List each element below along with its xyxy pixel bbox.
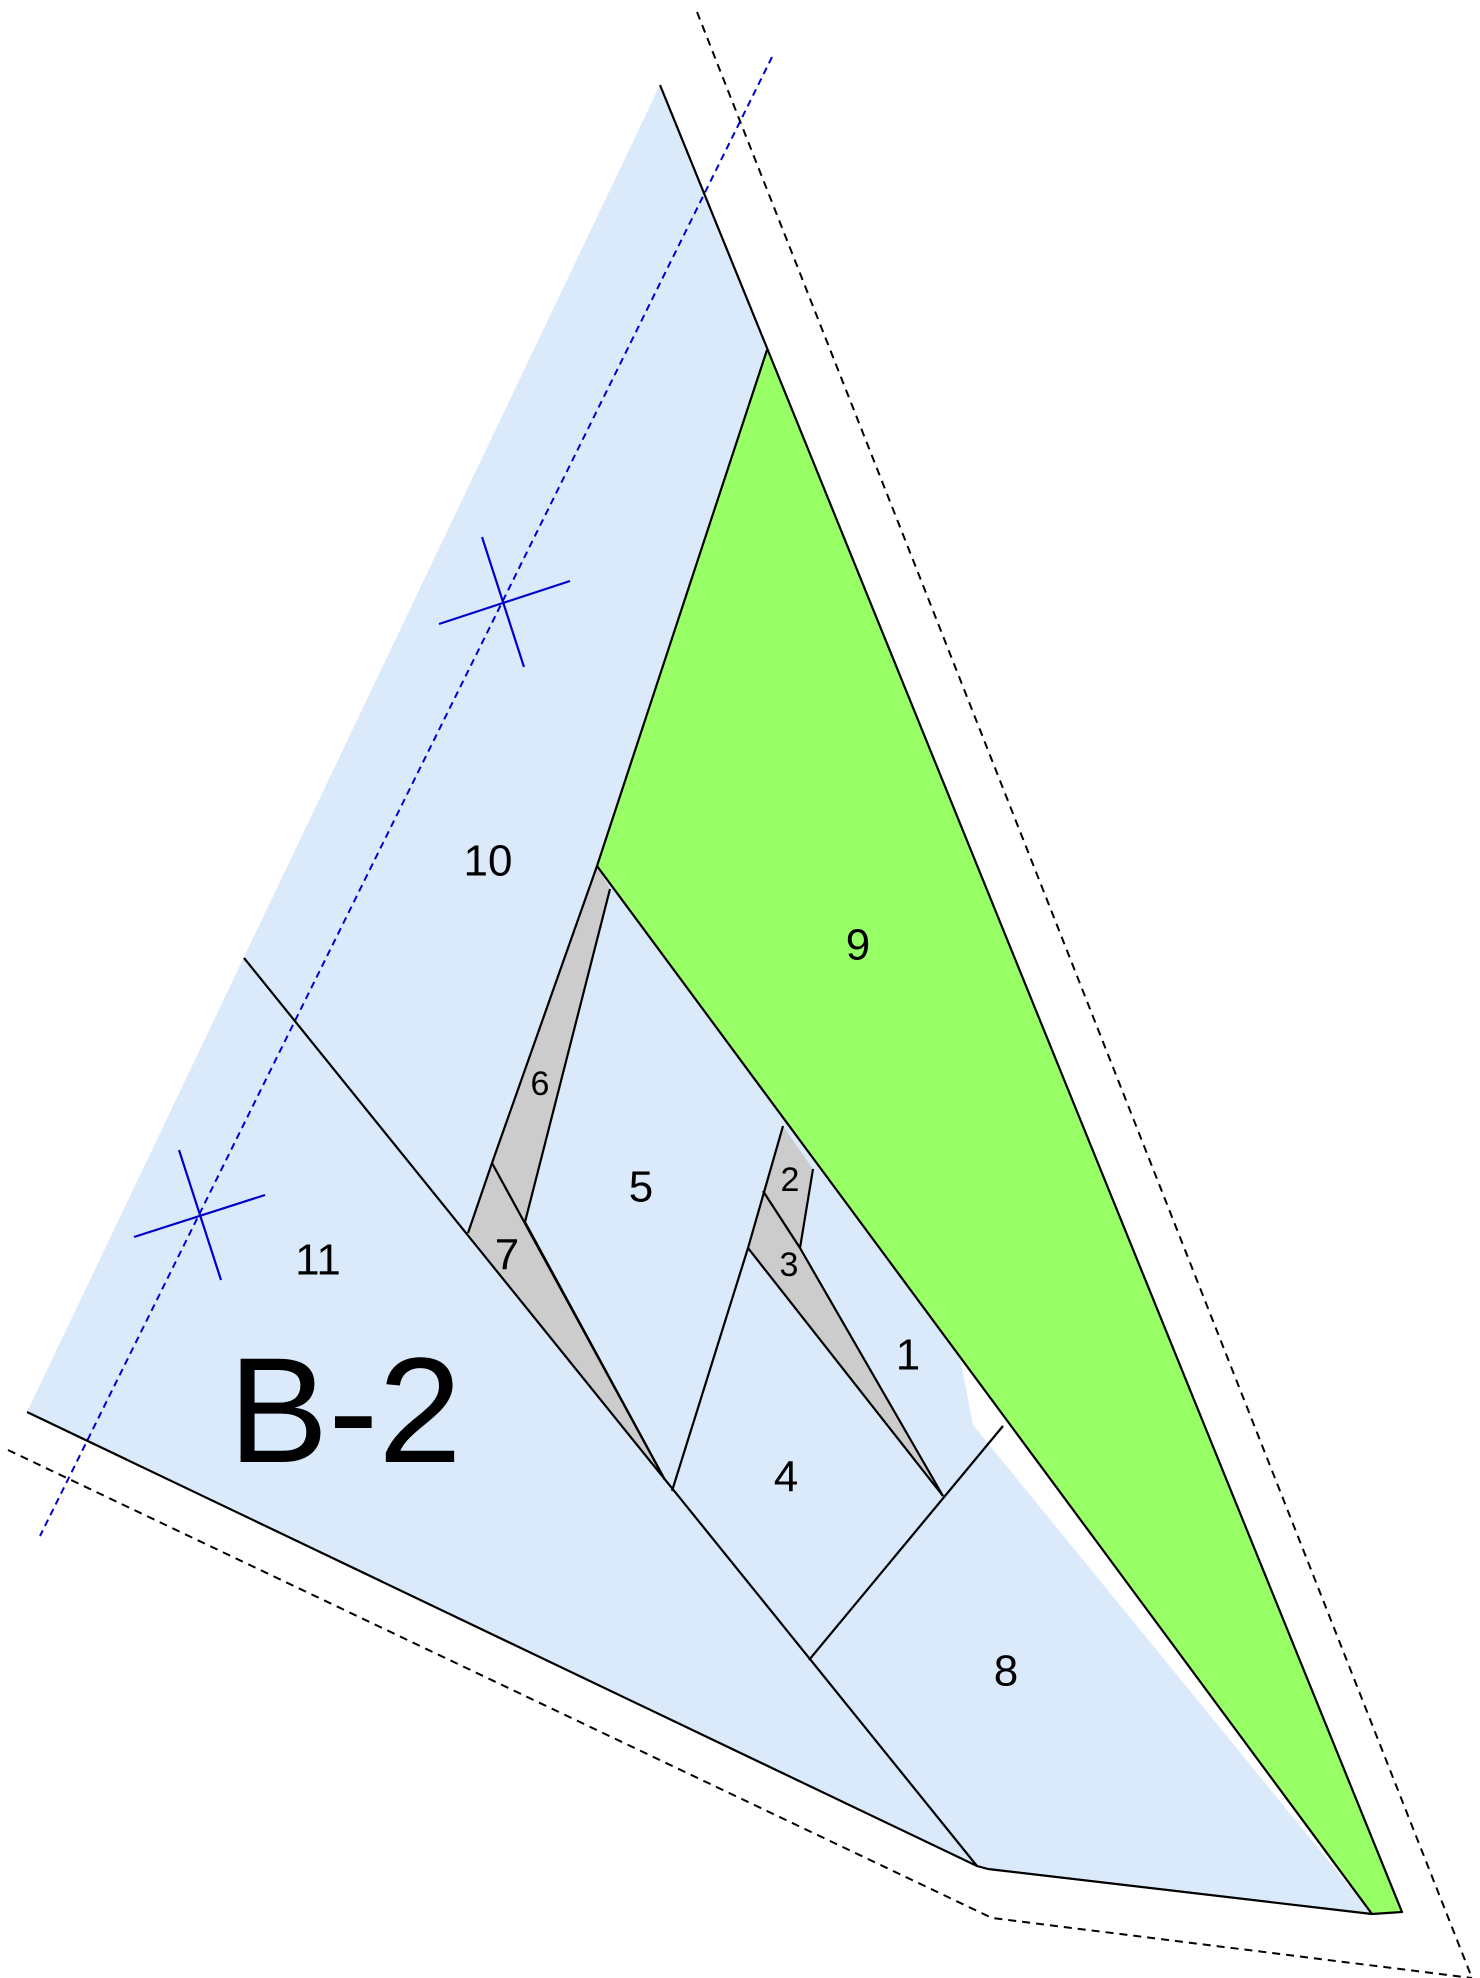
piece-3-fill [748,1191,943,1496]
piece-11-label: 11 [295,1236,341,1285]
piece-6-fill [492,866,610,1222]
piece-9-fill [597,350,1402,1914]
piece-2-label: 2 [781,1161,800,1199]
piece-8-label: 8 [994,1647,1018,1696]
piece-3-label: 3 [780,1246,799,1284]
registration-cross-lower [133,1149,266,1281]
piece-9-label: 9 [846,921,870,970]
seam-lines [26,84,1404,1916]
piece-2-fill [763,1126,813,1248]
piece-5-label: 5 [629,1163,653,1212]
piece-7-fill [468,1163,665,1480]
piece-6-label: 6 [531,1065,550,1103]
registration-cross-upper [438,536,571,668]
seam-allowance-dashed-line [696,11,1473,1978]
block-label: B-2 [228,1326,461,1494]
piece-4-label: 4 [774,1453,798,1502]
piece-7-label: 7 [495,1231,519,1280]
piece-10-label: 10 [464,837,513,886]
piece-1-label: 1 [896,1331,920,1380]
